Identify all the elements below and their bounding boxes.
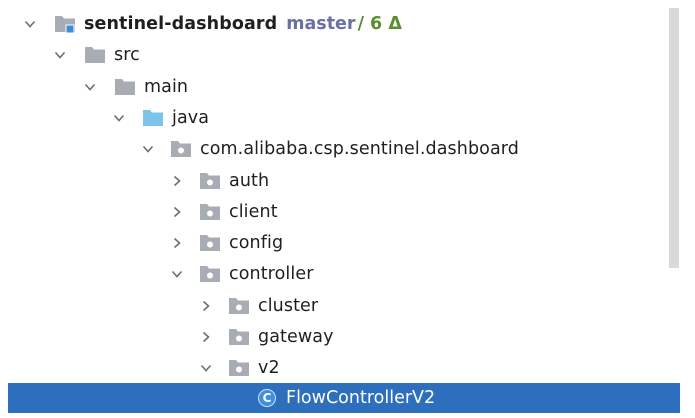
chevron-right-icon[interactable] xyxy=(171,237,183,249)
source-root-folder-icon xyxy=(142,108,164,128)
tree-item-gateway[interactable]: gateway xyxy=(0,321,680,352)
chevron-right-icon[interactable] xyxy=(200,331,212,343)
tree-item-label: client xyxy=(229,201,278,222)
package-icon xyxy=(199,264,221,284)
tree-root-label: sentinel-dashboard xyxy=(84,13,278,34)
tree-item-label: src xyxy=(114,44,140,65)
package-icon xyxy=(199,233,221,253)
tree-item-java[interactable]: java xyxy=(0,102,680,133)
tree-item-label: cluster xyxy=(258,295,319,316)
tree-item-label: FlowControllerV2 xyxy=(286,388,436,408)
tree-item-auth[interactable]: auth xyxy=(0,165,680,196)
tree-item-src[interactable]: src xyxy=(0,39,680,70)
tree-item-label: v2 xyxy=(258,357,280,378)
chevron-down-icon[interactable] xyxy=(200,362,212,374)
tree-item-label: main xyxy=(144,76,189,97)
tree-item-v2[interactable]: v2 xyxy=(0,352,680,383)
package-icon xyxy=(228,296,250,316)
tree-item-main[interactable]: main xyxy=(0,71,680,102)
tree-root-row[interactable]: sentinel-dashboard master / 6 Δ xyxy=(0,8,680,39)
tree-item-config[interactable]: config xyxy=(0,227,680,258)
tree-item-label: auth xyxy=(229,170,270,191)
chevron-down-icon[interactable] xyxy=(84,81,96,93)
folder-icon xyxy=(84,45,106,65)
tree-item-client[interactable]: client xyxy=(0,196,680,227)
folder-icon xyxy=(114,77,136,97)
package-icon xyxy=(228,327,250,347)
tree-item-package-root[interactable]: com.alibaba.csp.sentinel.dashboard xyxy=(0,133,680,164)
tree-item-cluster[interactable]: cluster xyxy=(0,290,680,321)
vcs-branch-label: master xyxy=(286,13,356,34)
module-folder-icon xyxy=(54,13,76,35)
chevron-down-icon[interactable] xyxy=(142,143,154,155)
chevron-down-icon[interactable] xyxy=(113,112,125,124)
package-icon xyxy=(170,139,192,159)
package-icon xyxy=(199,202,221,222)
tree-item-label: config xyxy=(229,232,284,253)
package-icon xyxy=(199,171,221,191)
chevron-down-icon[interactable] xyxy=(24,18,36,30)
chevron-down-icon[interactable] xyxy=(171,268,183,280)
vertical-scrollbar[interactable] xyxy=(669,8,679,268)
chevron-right-icon[interactable] xyxy=(171,175,183,187)
tree-item-label: controller xyxy=(229,263,314,284)
vcs-changes-label: / 6 Δ xyxy=(357,13,402,34)
chevron-right-icon[interactable] xyxy=(171,206,183,218)
package-icon xyxy=(228,358,250,378)
tree-item-label: gateway xyxy=(258,326,334,347)
java-class-icon: C xyxy=(258,389,276,407)
tree-item-label: java xyxy=(172,107,210,128)
tree-item-flowcontrollerv2-selected[interactable]: C FlowControllerV2 xyxy=(8,383,680,413)
chevron-down-icon[interactable] xyxy=(54,49,66,61)
tree-item-controller[interactable]: controller xyxy=(0,258,680,289)
tree-item-label: com.alibaba.csp.sentinel.dashboard xyxy=(200,138,519,159)
chevron-right-icon[interactable] xyxy=(200,300,212,312)
